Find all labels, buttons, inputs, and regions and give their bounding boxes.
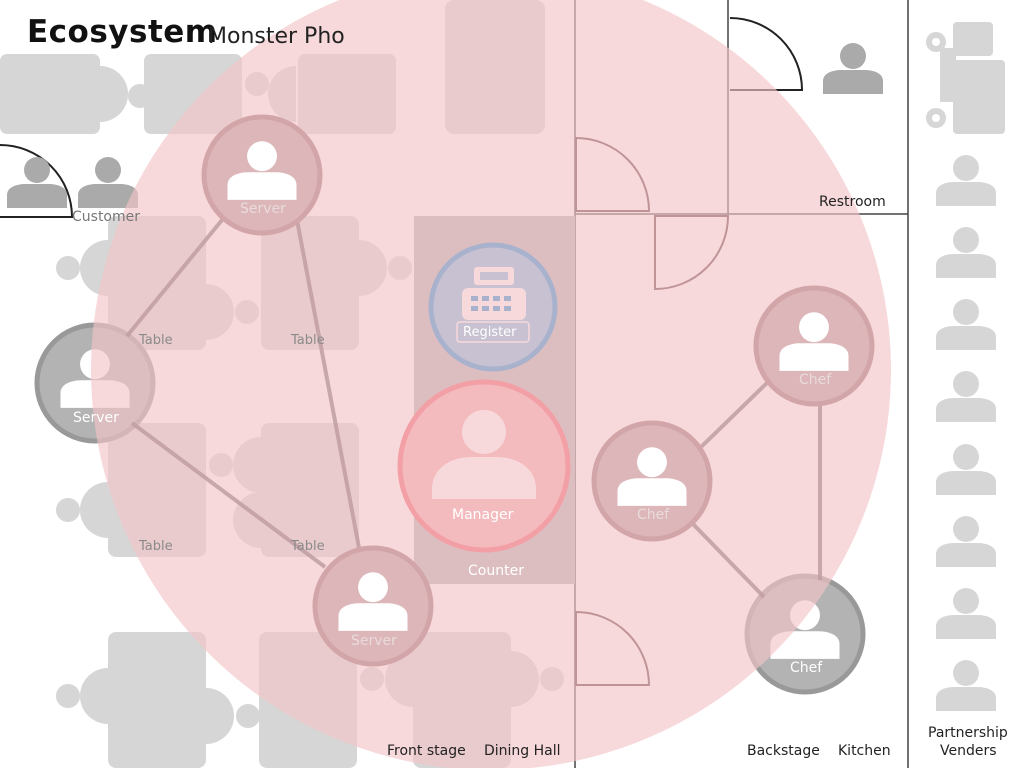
counter-label: Counter — [468, 563, 524, 579]
vender-person-icon — [936, 227, 996, 278]
vender-person-icon — [936, 660, 996, 711]
chef-label: Chef — [790, 660, 823, 676]
customer-person-icon — [823, 43, 883, 94]
truck-icon — [926, 22, 1005, 134]
chair — [206, 688, 234, 744]
customer-person-icon — [7, 157, 67, 208]
chef-node — [591, 420, 713, 542]
table — [108, 632, 206, 768]
backstage-label: Backstage — [747, 743, 820, 759]
chef-label: Chef — [637, 507, 670, 523]
server-label: Server — [240, 201, 286, 217]
page-title: Ecosystem — [27, 14, 218, 50]
server-node — [312, 545, 434, 667]
venders-label: Venders — [940, 743, 997, 759]
staff-person-icon — [779, 312, 849, 371]
light-staff-nodes — [201, 114, 875, 667]
staff-connections — [125, 218, 822, 599]
kitchen-label: Kitchen — [838, 743, 891, 759]
customer-person-icon — [78, 157, 138, 208]
manager-label: Manager — [452, 507, 514, 523]
register-label: Register — [463, 325, 517, 340]
stool — [236, 704, 260, 728]
chef-label: Chef — [799, 372, 832, 388]
page-subtitle: Monster Pho — [208, 24, 345, 49]
vender-person-icon — [936, 299, 996, 350]
partnership-label: Partnership — [928, 725, 1008, 741]
chair — [80, 482, 108, 538]
static-people — [7, 43, 996, 711]
customer-label: Customer — [72, 209, 141, 225]
stool — [128, 84, 152, 108]
chef-node — [753, 285, 875, 407]
chair — [100, 66, 128, 122]
table-label: Table — [139, 333, 173, 348]
staff-person-icon — [338, 572, 408, 631]
vender-person-icon — [936, 516, 996, 567]
dining-hall-label: Dining Hall — [484, 743, 561, 759]
front-stage-label: Front stage — [387, 743, 466, 759]
staff-person-icon — [617, 447, 687, 506]
stool — [56, 498, 80, 522]
restroom-label: Restroom — [819, 194, 886, 210]
server-label: Server — [351, 633, 397, 649]
stool — [56, 684, 80, 708]
entrance-door — [0, 144, 74, 218]
table-label: Table — [139, 539, 173, 554]
server-node — [201, 114, 323, 236]
table — [0, 54, 100, 134]
restroom-door — [729, 17, 804, 91]
vender-person-icon — [936, 444, 996, 495]
chair — [80, 668, 108, 724]
table-label: Table — [291, 333, 325, 348]
table-label: Table — [291, 539, 325, 554]
vender-person-icon — [936, 371, 996, 422]
vender-person-icon — [936, 588, 996, 639]
staff-person-icon — [227, 141, 297, 200]
vender-person-icon — [936, 155, 996, 206]
stool — [56, 256, 80, 280]
server-label: Server — [73, 410, 119, 426]
